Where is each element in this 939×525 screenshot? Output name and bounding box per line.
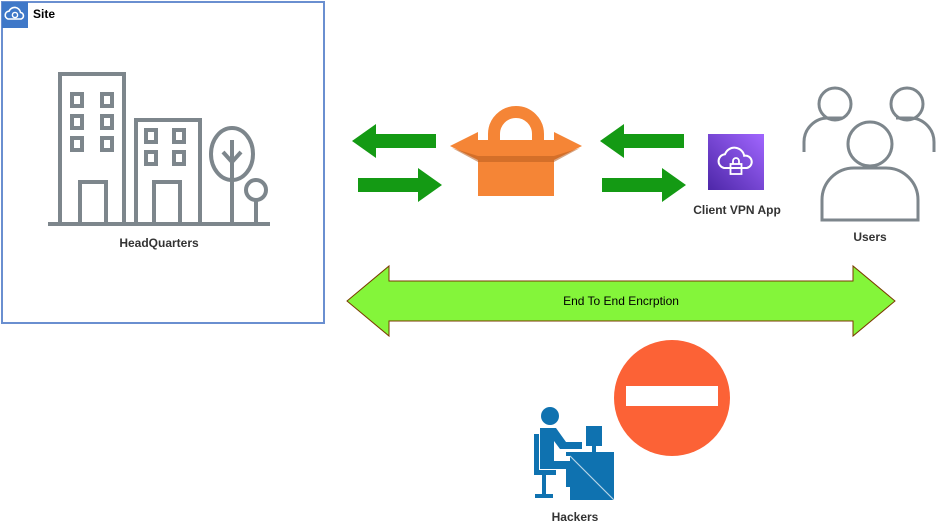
vpn-gateway-lock-icon [450, 106, 582, 196]
users-group-icon [802, 86, 936, 222]
no-entry-icon [614, 340, 730, 456]
hackers-label: Hackers [551, 510, 599, 524]
site-container [1, 1, 325, 324]
right-arrow-icon [358, 168, 442, 202]
right-arrow-icon [602, 168, 686, 202]
site-label: Site [33, 7, 56, 21]
encryption-label: End To End Encrption [563, 294, 679, 308]
client-vpn-app-icon [708, 134, 764, 190]
left-arrow-icon [352, 124, 436, 158]
users-label: Users [853, 230, 887, 244]
headquarters-label: HeadQuarters [119, 236, 199, 250]
office-building-icon [48, 72, 270, 226]
client-vpn-label: Client VPN App [693, 203, 781, 217]
left-arrow-icon [600, 124, 684, 158]
hacker-at-computer-icon [534, 407, 615, 501]
cloud-gear-icon [2, 2, 28, 28]
double-arrow-icon [346, 264, 896, 338]
